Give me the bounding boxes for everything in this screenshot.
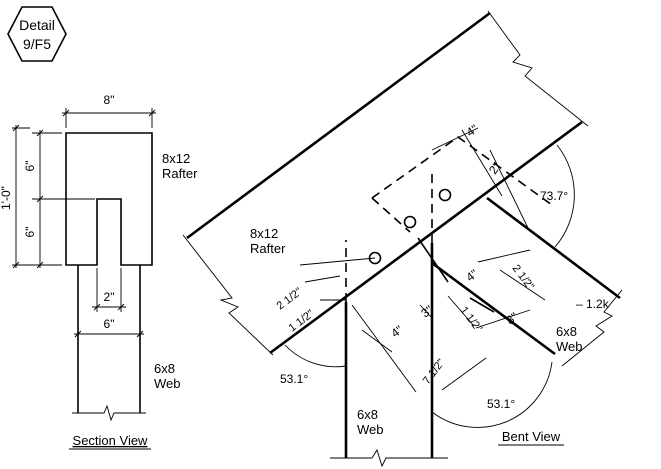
vert-web-label-2: Web: [357, 422, 384, 437]
section-web-label-2: Web: [154, 376, 181, 391]
diag-web-label-2: Web: [556, 339, 583, 354]
dim-web: 6": [104, 317, 115, 331]
dim-7-half: 7 1/2": [421, 357, 448, 387]
angle-bottom-label: 53.1°: [487, 397, 515, 411]
dim-left-upper: 6": [23, 161, 37, 172]
vert-web-label-1: 6x8: [357, 407, 378, 422]
bent-view-title: Bent View: [502, 429, 561, 444]
detail-tag-hexagon: [7, 6, 67, 62]
dim-2-half-right: 2 1/2": [510, 263, 537, 293]
diag-web-label-1: 6x8: [556, 324, 577, 339]
section-view: 8" 6" 6" 1'-0" 8x12 Rafter 2" 6" 6x8 We: [0, 93, 198, 450]
section-web-label-1: 6x8: [154, 361, 175, 376]
diag-web-upper-edge: [486, 196, 621, 300]
bolt-hole-3: [438, 188, 452, 202]
dim-1-half-mid: 1 1/2": [458, 305, 485, 335]
detail-tag-line2: 9/F5: [23, 36, 51, 52]
rafter-break-left: [182, 234, 274, 356]
dim-left-lower: 6": [23, 227, 37, 238]
rafter-top-edge: [186, 11, 491, 240]
bent-view: 8x12 Rafter 73.7° 53.1° 53.1° – 1.2k 4" …: [182, 10, 623, 468]
bolt-hole-2: [403, 215, 417, 229]
diag-web-lower-edge: [431, 261, 556, 356]
rafter-bottom-edge: [269, 120, 583, 355]
section-rafter-label-1: 8x12: [162, 151, 190, 166]
angle-top-label: 73.7°: [540, 189, 568, 203]
dim-slot: 2": [104, 290, 115, 304]
bolt-hole-1: [368, 251, 382, 265]
angle-arc-bottom: [431, 361, 553, 428]
web-break-line: [72, 404, 146, 422]
rafter-section-hatched: [65, 132, 153, 266]
dim-2-half-left: 2 1/2": [275, 286, 305, 313]
bent-rafter-label-1: 8x12: [250, 226, 278, 241]
dim-8: 8": [503, 310, 520, 328]
detail-tag: Detail 9/F5: [7, 6, 67, 62]
section-rafter-label-2: Rafter: [162, 166, 198, 181]
dim-top-8: 8": [104, 93, 115, 107]
angle-left-label: 53.1°: [280, 372, 308, 386]
dim-4-mid: 4": [463, 267, 480, 285]
vert-web-break: [330, 448, 448, 468]
angle-arc-top: [554, 144, 575, 248]
dim-4-low: 4": [388, 323, 405, 341]
load-label: – 1.2k: [576, 297, 610, 311]
rafter-break-top: [487, 10, 589, 127]
diag-web-break: [561, 289, 623, 367]
bent-rafter-label-2: Rafter: [250, 241, 286, 256]
dim-overall: 1'-0": [0, 186, 13, 210]
section-view-title: Section View: [73, 433, 149, 448]
angle-arc-left: [284, 344, 347, 368]
detail-tag-line1: Detail: [19, 17, 55, 33]
hidden-slot-outline: [371, 136, 553, 206]
